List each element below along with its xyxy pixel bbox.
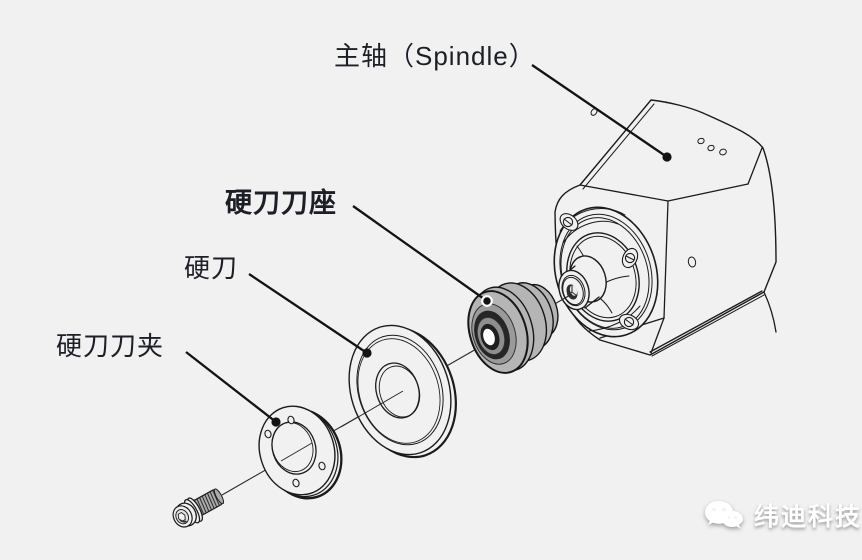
axis-segment-blade — [340, 390, 404, 428]
bolt-part-drawing — [172, 488, 225, 528]
clamp-bolt-holes — [264, 415, 326, 488]
spindle-nose — [558, 255, 607, 311]
leader-dot-tool-seat — [481, 295, 493, 307]
blade-part-drawing — [348, 324, 457, 459]
leader-dot-spindle — [662, 152, 672, 162]
leader-dot-clamp — [271, 417, 281, 427]
label-tool-seat: 硬刀刀座 — [225, 188, 337, 218]
leader-lines — [185, 64, 672, 427]
label-clamp: 硬刀刀夹 — [56, 331, 165, 361]
wechat-icon — [705, 501, 743, 529]
label-spindle: 主轴（Spindle） — [334, 41, 536, 71]
thread-hatching — [193, 490, 220, 516]
leader-dot-blade — [362, 348, 372, 358]
casing-contour-line — [763, 291, 777, 333]
top-face-holes — [697, 137, 727, 156]
label-blade: 硬刀 — [184, 253, 239, 283]
axis-segment-clamp — [280, 442, 313, 462]
brand-watermark: 纬迪科技 — [703, 497, 862, 533]
spindle-part-drawing — [553, 99, 777, 357]
face-screw-lugs — [559, 213, 640, 331]
tool-seat-part-drawing — [467, 282, 559, 374]
brand-name: 纬迪科技 — [754, 503, 862, 531]
clamp-part-drawing — [258, 405, 343, 500]
hex-socket — [177, 512, 186, 522]
